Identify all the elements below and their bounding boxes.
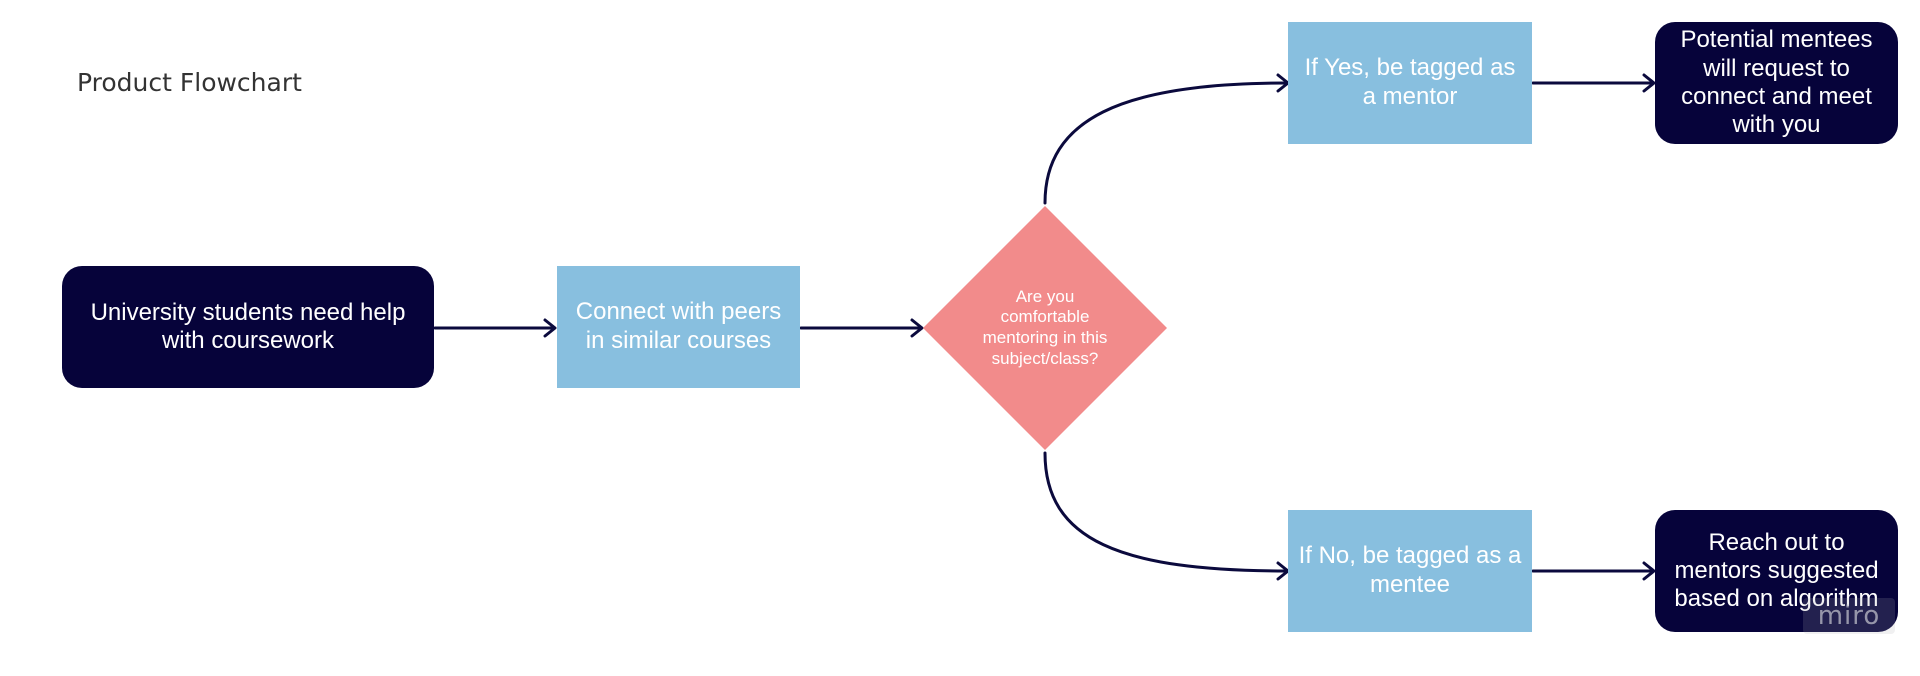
connector-decision-to-yes [1043,81,1288,205]
node-decision-diamond[interactable] [922,205,1168,451]
arrowhead-no-to-outcome [1642,561,1656,581]
board-title: Product Flowchart [77,68,302,97]
arrowhead-start-to-connect [543,318,557,338]
decision-label: Are you comfortable mentoring in this su… [982,286,1108,368]
node-yes-outcome-terminal[interactable]: Potential mentees will request to connec… [1655,22,1898,144]
node-yes-process[interactable]: If Yes, be tagged as a mentor [1288,22,1532,144]
node-no-process[interactable]: If No, be tagged as a mentee [1288,510,1532,632]
decision-shape [923,206,1167,450]
arrowhead-yes-to-outcome [1642,73,1656,93]
node-no-outcome-terminal[interactable]: Reach out to mentors suggested based on … [1655,510,1898,632]
connector-decision-to-no [1043,451,1288,573]
node-connect-process[interactable]: Connect with peers in similar courses [557,266,800,388]
arrowhead-connect-to-decision [910,318,924,338]
node-start-terminal[interactable]: University students need help with cours… [62,266,434,388]
miro-watermark-logo: miro [1803,598,1895,634]
